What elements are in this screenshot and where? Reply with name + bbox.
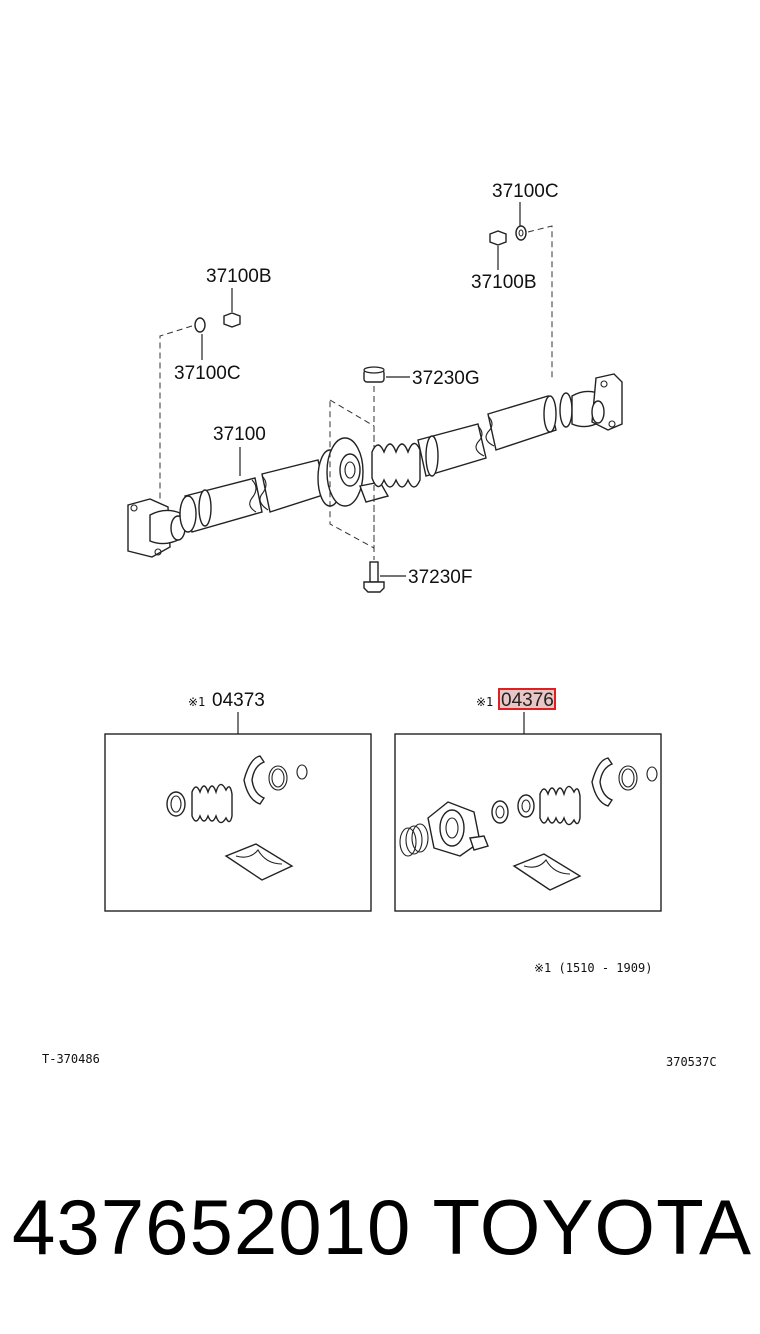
kit-2-mark: ※1: [476, 695, 493, 709]
callout-37100b-right[interactable]: 37100B: [471, 272, 537, 293]
figure-code-left: T-370486: [42, 1052, 100, 1066]
boot-kit-icon: [166, 755, 308, 881]
callout-37230g[interactable]: 37230G: [412, 368, 480, 389]
washer-icon: [194, 317, 206, 333]
date-range-note: ※1 (1510 - 1909): [534, 961, 652, 975]
callout-37230f[interactable]: 37230F: [408, 567, 472, 588]
footer: 437652010 TOYOTA: [12, 1182, 752, 1272]
callout-37100c-top[interactable]: 37100C: [492, 181, 559, 202]
kit-2-part-number[interactable]: 04376: [501, 690, 554, 711]
kit-1-box[interactable]: [104, 733, 372, 912]
callout-37100[interactable]: 37100: [213, 424, 266, 445]
figure-code-right: 370537C: [666, 1055, 717, 1069]
nut-icon: [223, 312, 241, 328]
part-number: 437652010: [12, 1183, 412, 1271]
bolt-icon: [363, 561, 385, 593]
highlighted-part-number[interactable]: [498, 688, 556, 710]
nut-icon: [489, 230, 507, 246]
bearing-kit-icon: [399, 757, 658, 891]
callout-37100c-left[interactable]: 37100C: [174, 363, 241, 384]
brand-name: TOYOTA: [432, 1183, 752, 1271]
kit-1-mark: ※1: [188, 695, 205, 709]
kit-2-box[interactable]: [394, 733, 662, 912]
kit-1-part-number[interactable]: 04373: [212, 690, 265, 711]
propeller-shaft[interactable]: [127, 373, 623, 558]
callout-37100b-left[interactable]: 37100B: [206, 266, 272, 287]
